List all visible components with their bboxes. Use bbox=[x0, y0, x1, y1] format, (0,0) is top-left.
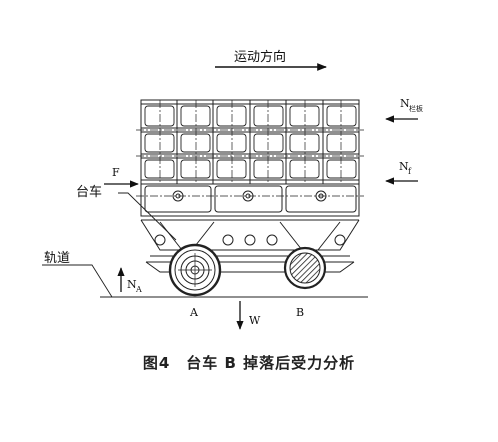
force-N-baffle-label: N bbox=[400, 97, 410, 110]
leader-lines bbox=[42, 192, 177, 298]
point-B-label: B bbox=[296, 306, 304, 319]
track-leader bbox=[42, 264, 113, 298]
motion-direction: 运动方向 bbox=[215, 49, 327, 71]
force-Nf-label: N bbox=[399, 160, 409, 173]
point-A-label: A bbox=[189, 306, 199, 319]
cart-leader bbox=[118, 192, 177, 241]
figure-caption: 图4 台车 B 掉落后受力分析 bbox=[142, 354, 356, 372]
force-F-label: F bbox=[112, 166, 120, 179]
wheel-b bbox=[283, 246, 327, 290]
cart-label: 台车 bbox=[76, 184, 102, 200]
track-label: 轨道 bbox=[44, 251, 70, 266]
force-NA-label: N bbox=[127, 278, 137, 291]
force-N-baffle-subscript: 栏板 bbox=[409, 104, 423, 113]
wheel-a bbox=[168, 243, 222, 297]
motion-direction-label: 运动方向 bbox=[234, 49, 286, 65]
force-Nf-subscript: f bbox=[408, 167, 412, 176]
cart-body bbox=[136, 99, 364, 217]
force-NA-subscript: A bbox=[135, 285, 142, 294]
undercarriage bbox=[140, 215, 360, 273]
force-W-label: W bbox=[249, 314, 261, 327]
force-arrows bbox=[104, 115, 418, 330]
